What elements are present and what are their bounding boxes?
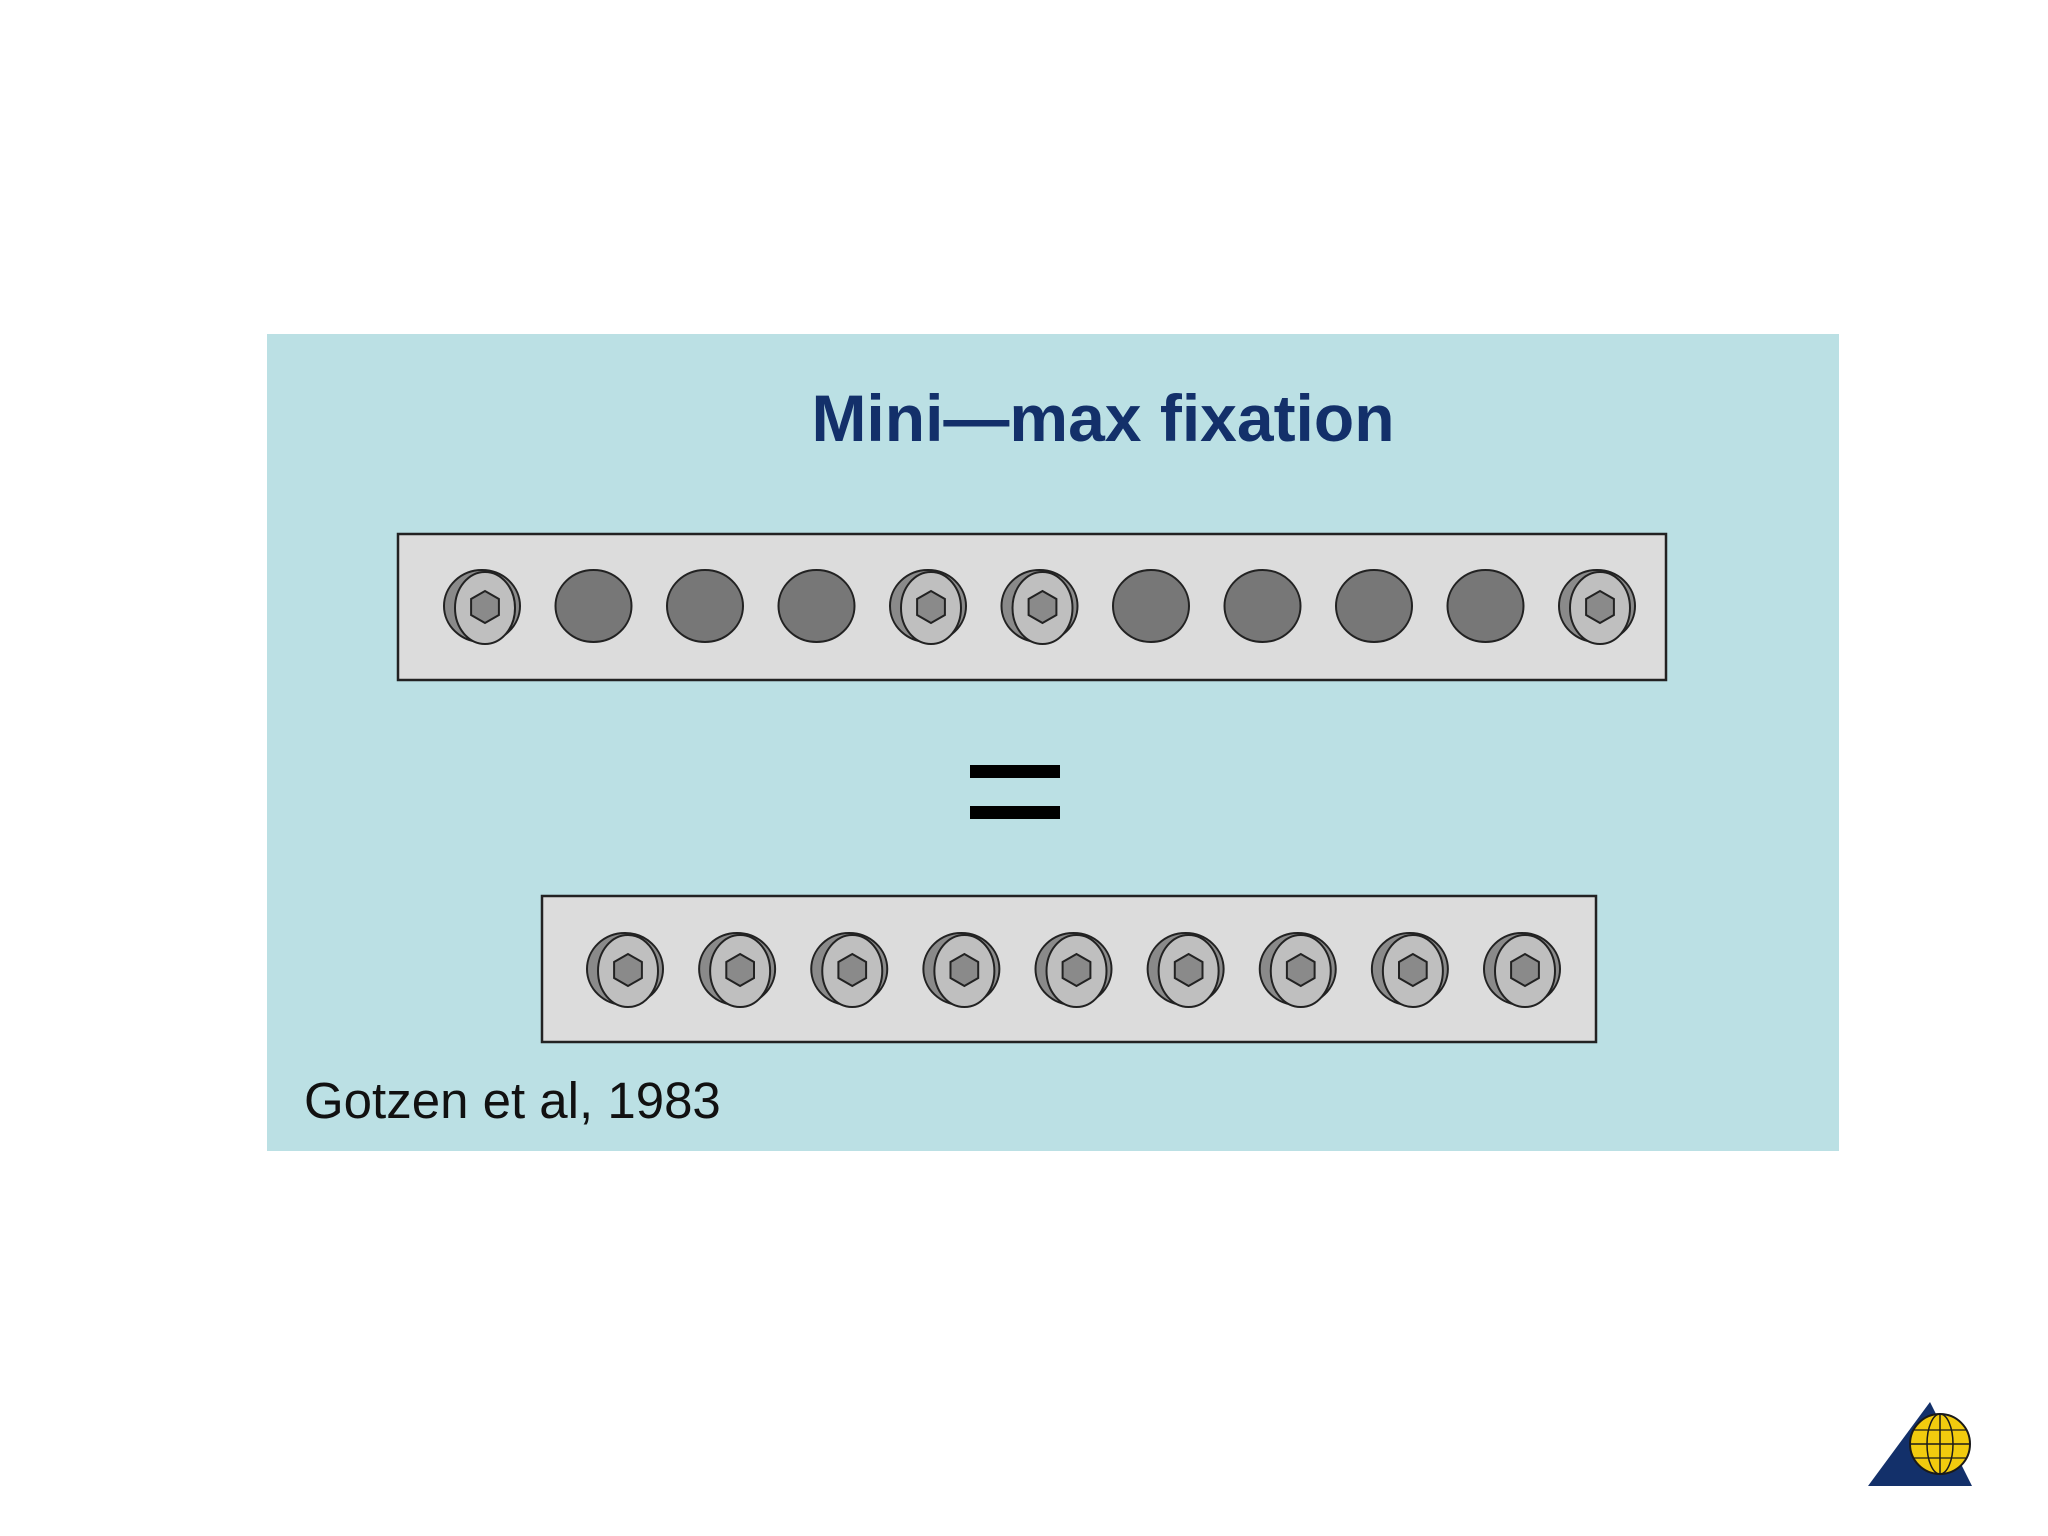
hex-socket-icon (1061, 952, 1092, 988)
screw-hole (922, 932, 1001, 1008)
empty-hole (1223, 569, 1302, 643)
triangle-globe-logo-icon (1868, 1402, 1972, 1486)
empty-hole (1446, 569, 1525, 643)
screw-hole (1034, 932, 1113, 1008)
hex-socket-icon (1285, 952, 1316, 988)
empty-hole (1112, 569, 1190, 643)
hex-socket-icon (470, 589, 500, 625)
hex-socket-icon (1173, 952, 1204, 988)
hex-socket-icon (1510, 952, 1540, 988)
top-plate-holes (443, 569, 1636, 645)
equals-bar-bottom (970, 806, 1060, 819)
screw-hole (810, 932, 889, 1008)
screw-hole (1146, 932, 1225, 1008)
screw-hole (698, 932, 777, 1008)
hex-socket-icon (1027, 589, 1058, 625)
citation: Gotzen et al, 1983 (304, 1072, 721, 1129)
bottom-plate-holes (586, 932, 1561, 1008)
screw-hole (1000, 569, 1079, 645)
hex-socket-icon (1585, 589, 1615, 625)
screw-hole (1258, 932, 1337, 1008)
hex-socket-icon (1398, 952, 1428, 988)
empty-hole (554, 569, 633, 643)
empty-hole (666, 569, 744, 643)
equals-sign-icon (970, 765, 1060, 819)
hex-socket-icon (613, 952, 643, 988)
screw-hole (1483, 932, 1561, 1008)
slide-title: Mini—max fixation (811, 381, 1395, 455)
empty-hole (777, 569, 856, 643)
screw-hole (1370, 932, 1449, 1008)
screw-hole (586, 932, 664, 1008)
screw-hole (889, 569, 967, 645)
hex-socket-icon (949, 952, 980, 988)
empty-hole (1335, 569, 1413, 643)
hex-socket-icon (916, 589, 946, 625)
hex-socket-icon (837, 952, 868, 988)
equals-bar-top (970, 765, 1060, 778)
screw-hole (1558, 569, 1636, 645)
screw-hole (443, 569, 521, 645)
hex-socket-icon (725, 952, 755, 988)
